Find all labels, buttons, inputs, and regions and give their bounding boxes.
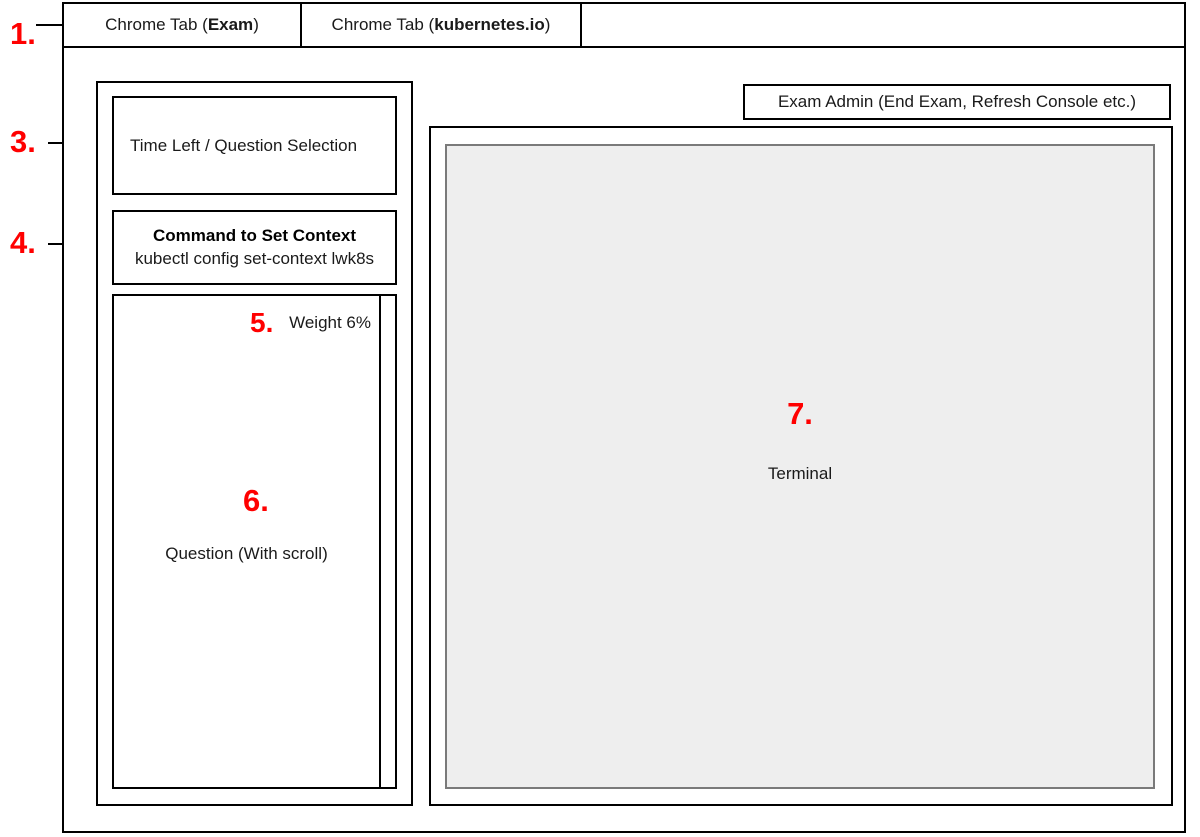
chrome-tab-k8s-prefix: Chrome Tab ( xyxy=(331,15,435,34)
browser-window-frame: Chrome Tab (Exam) Chrome Tab (kubernetes… xyxy=(62,2,1186,833)
exam-admin-label: Exam Admin (End Exam, Refresh Console et… xyxy=(777,92,1137,111)
set-context-title: Command to Set Context xyxy=(152,225,357,245)
terminal-screen[interactable]: 7. Terminal xyxy=(445,144,1155,789)
terminal-panel: 7. Terminal xyxy=(429,126,1173,806)
chrome-tab-exam-suffix: ) xyxy=(253,15,259,34)
callout-number-5: 5. xyxy=(250,307,274,338)
callout-number-1: 1. xyxy=(10,16,36,51)
browser-tab-bar: Chrome Tab (Exam) Chrome Tab (kubernetes… xyxy=(64,4,1184,48)
callout-1-arrow-line xyxy=(36,24,72,26)
callout-number-6: 6. xyxy=(243,483,269,518)
callout-number-3: 3. xyxy=(10,124,36,159)
question-scrollbar[interactable] xyxy=(381,296,395,787)
question-caption: Question (With scroll) xyxy=(165,544,328,563)
tab-bar-empty-space xyxy=(582,4,1184,46)
chrome-tab-k8s-suffix: ) xyxy=(544,15,551,34)
set-context-command: kubectl config set-context lwk8s xyxy=(134,248,375,268)
exam-sidebar-panel: Time Left / Question Selection Command t… xyxy=(96,81,413,806)
callout-number-4: 4. xyxy=(10,225,36,260)
time-left-label: Time Left / Question Selection xyxy=(130,135,358,155)
terminal-caption: Terminal xyxy=(767,464,833,483)
chrome-tab-exam-prefix: Chrome Tab ( xyxy=(105,15,208,34)
question-content-area: Weight 6% 5. 6. Question (With scroll) xyxy=(114,296,381,787)
chrome-tab-k8s-emphasis: kubernetes.io xyxy=(434,15,545,34)
chrome-tab-exam[interactable]: Chrome Tab (Exam) xyxy=(64,4,302,46)
chrome-tab-exam-emphasis: Exam xyxy=(207,15,254,34)
question-panel: Weight 6% 5. 6. Question (With scroll) xyxy=(112,294,397,789)
exam-console-content: Exam Admin (End Exam, Refresh Console et… xyxy=(64,48,1184,833)
exam-admin-bar[interactable]: Exam Admin (End Exam, Refresh Console et… xyxy=(743,84,1171,120)
chrome-tab-kubernetes-io[interactable]: Chrome Tab (kubernetes.io) xyxy=(302,4,582,46)
callout-number-7: 7. xyxy=(787,396,813,431)
time-left-question-selection-panel[interactable]: Time Left / Question Selection xyxy=(112,96,397,195)
set-context-panel[interactable]: Command to Set Context kubectl config se… xyxy=(112,210,397,285)
question-weight-label: Weight 6% xyxy=(289,313,371,332)
